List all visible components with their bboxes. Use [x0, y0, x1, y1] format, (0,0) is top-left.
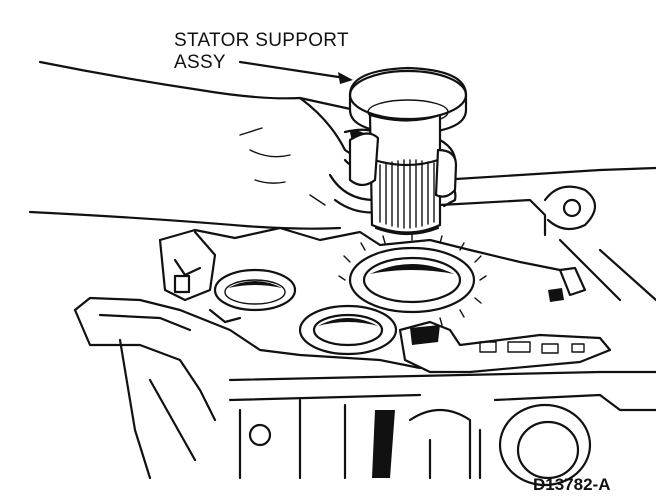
case-lower-bore: [298, 304, 398, 356]
hand-knuckle-line: [249, 149, 291, 158]
case-valve-slot-1: [479, 341, 497, 353]
hand-finger-1: [328, 173, 377, 202]
case-valve-bracket: [398, 320, 612, 374]
stator-support-illustration: [348, 66, 468, 236]
case-lower-shadow: [372, 410, 395, 478]
case-small-block-shadow: [548, 288, 564, 302]
case-small-block: [558, 266, 587, 297]
case-left-boss-detail: [173, 258, 202, 277]
case-left-edge: [118, 338, 152, 480]
hand-back: [298, 96, 362, 162]
stator-flange-top: [348, 69, 468, 121]
reference-code: D13782-A: [533, 475, 611, 494]
case-bracket-rib: [98, 313, 192, 332]
stator-finger-left: [348, 132, 380, 187]
stator-finger-right: [434, 148, 458, 198]
case-bracket-lower: [73, 308, 217, 422]
case-lower-rail: [228, 370, 656, 382]
case-oval-opening: [213, 268, 297, 312]
case-lower-right-bore: [498, 403, 592, 487]
stator-splines: [372, 158, 440, 236]
case-top-rail: [438, 166, 656, 182]
hand-crease: [254, 179, 286, 184]
case-bracket-upper: [73, 296, 422, 370]
case-oval-inner: [224, 279, 286, 305]
case-lower-rail-2: [228, 393, 422, 402]
case-valve-slot-4: [571, 343, 585, 353]
case-diagonal-right: [558, 238, 622, 302]
callout-line-2: ASSY: [174, 52, 226, 73]
case-bracket-tab: [208, 308, 242, 324]
callout: STATOR SUPPORT ASSY: [174, 30, 353, 84]
case-valve-slot-3: [541, 343, 559, 354]
hand-wrinkle: [239, 127, 263, 136]
callout-line-1: STATOR SUPPORT: [174, 30, 349, 51]
hand-wrinkle-2: [309, 194, 326, 206]
case-left-inner-edge: [148, 378, 197, 462]
callout-arrowhead-icon: [338, 72, 353, 84]
case-lower-right-rail: [493, 393, 656, 412]
case-lower-bore-shadow: [318, 318, 378, 326]
case-bracket-hole: [562, 198, 582, 218]
case-center-bore-inner: [362, 256, 462, 304]
case-lower-arch: [408, 409, 472, 480]
case-lower-bore-inner: [312, 313, 384, 347]
case-center-bore: [348, 246, 476, 314]
case-left-slot: [173, 274, 191, 294]
case-bore-teeth: [338, 231, 487, 326]
case-bracket-boss: [543, 185, 597, 231]
case-oval-shadow: [228, 281, 282, 288]
case-lower-right-bore-inner: [516, 420, 580, 480]
case-valve-shadow: [410, 325, 440, 345]
arm-bottom-edge: [28, 210, 342, 230]
callout-leader-line: [238, 60, 347, 80]
case-left-boss: [158, 230, 217, 302]
transmission-case-illustration: [73, 166, 656, 487]
case-valve-slot-2: [507, 341, 531, 353]
case-bolt-hole: [248, 423, 272, 447]
case-top-outline: [158, 226, 562, 272]
case-diagonal-right-2: [598, 248, 656, 302]
case-bore-shadow: [370, 264, 454, 274]
case-rail-step: [438, 198, 547, 237]
arm-top-edge: [38, 60, 357, 112]
